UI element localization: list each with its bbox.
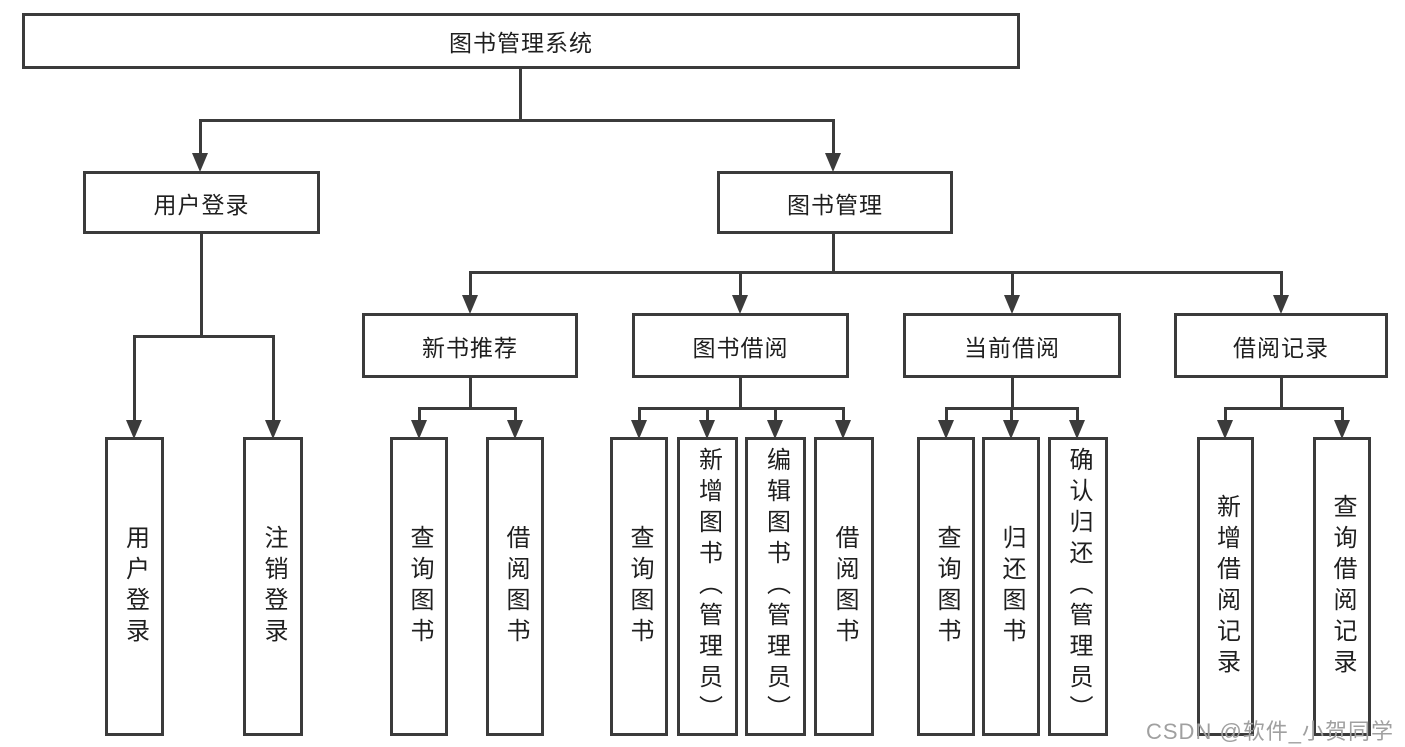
arrowhead-down-icon <box>462 295 478 314</box>
connector-line <box>1280 377 1283 409</box>
node-current-borrow-label: 当前借阅 <box>964 334 1060 361</box>
arrowhead-down-icon <box>1004 295 1020 314</box>
connector-line <box>133 335 275 338</box>
connector-line <box>739 271 742 297</box>
node-book-management-label: 图书管理 <box>787 191 883 218</box>
connector-line <box>1280 271 1283 297</box>
arrowhead-down-icon <box>1069 420 1085 439</box>
connector-line <box>1011 377 1014 409</box>
leaf-borrow-query-books: 查询图书 <box>610 437 668 736</box>
connector-line <box>739 377 742 409</box>
connector-line <box>1224 407 1344 410</box>
leaf-newbook-borrow-books: 借阅图书 <box>486 437 544 736</box>
connector-line <box>832 119 835 155</box>
node-borrow-records-label: 借阅记录 <box>1233 334 1329 361</box>
arrowhead-down-icon <box>265 420 281 439</box>
leaf-user-login-label: 用户登录 <box>121 524 149 649</box>
leaf-current-confirm-return-admin-label: 确认归还（管理员） <box>1065 447 1092 726</box>
arrowhead-down-icon <box>699 420 715 439</box>
leaf-newbook-borrow-books-label: 借阅图书 <box>502 524 529 649</box>
leaf-current-query-books-label: 查询图书 <box>933 524 960 649</box>
arrowhead-down-icon <box>192 153 208 172</box>
connector-line <box>200 233 203 337</box>
arrowhead-down-icon <box>1217 420 1233 439</box>
connector-line <box>1011 271 1014 297</box>
connector-line <box>514 407 517 422</box>
connector-line <box>418 407 421 422</box>
leaf-borrow-borrow-books-label: 借阅图书 <box>831 524 858 649</box>
connector-line <box>832 233 835 274</box>
connector-line <box>469 271 472 297</box>
arrowhead-down-icon <box>767 420 783 439</box>
connector-line <box>1341 407 1344 422</box>
connector-line <box>199 119 202 155</box>
leaf-borrow-edit-books-admin-label: 编辑图书（管理员） <box>762 447 790 726</box>
connector-line <box>469 377 472 409</box>
leaf-current-query-books: 查询图书 <box>917 437 975 736</box>
connector-line <box>638 407 845 410</box>
node-book-borrow: 图书借阅 <box>632 313 849 378</box>
leaf-records-query-record: 查询借阅记录 <box>1313 437 1371 736</box>
node-borrow-records: 借阅记录 <box>1174 313 1388 378</box>
connector-line <box>706 407 709 422</box>
leaf-newbook-query-books-label: 查询图书 <box>406 524 433 649</box>
leaf-current-confirm-return-admin: 确认归还（管理员） <box>1048 437 1108 736</box>
connector-line <box>469 271 1283 274</box>
connector-line <box>418 407 517 410</box>
node-current-borrow: 当前借阅 <box>903 313 1121 378</box>
node-root-label: 图书管理系统 <box>449 30 593 56</box>
node-new-book-recommend-label: 新书推荐 <box>422 334 518 361</box>
leaf-newbook-query-books: 查询图书 <box>390 437 448 736</box>
connector-line <box>1224 407 1227 422</box>
leaf-records-add-record-label: 新增借阅记录 <box>1212 493 1240 680</box>
node-user-login-label: 用户登录 <box>153 191 250 218</box>
leaf-logout-label: 注销登录 <box>260 524 287 649</box>
leaf-current-return-books: 归还图书 <box>982 437 1040 736</box>
connector-line <box>1010 407 1013 422</box>
arrowhead-down-icon <box>732 295 748 314</box>
leaf-current-return-books-label: 归还图书 <box>998 524 1025 649</box>
arrowhead-down-icon <box>835 420 851 439</box>
connector-line <box>774 407 777 422</box>
connector-line <box>945 407 948 422</box>
leaf-records-query-record-label: 查询借阅记录 <box>1329 493 1356 680</box>
connector-line <box>1076 407 1079 422</box>
node-root: 图书管理系统 <box>22 13 1020 69</box>
arrowhead-down-icon <box>1003 420 1019 439</box>
leaf-borrow-edit-books-admin: 编辑图书（管理员） <box>745 437 806 736</box>
leaf-borrow-add-books-admin: 新增图书（管理员） <box>677 437 738 736</box>
node-book-borrow-label: 图书借阅 <box>692 334 789 361</box>
leaf-borrow-borrow-books: 借阅图书 <box>814 437 874 736</box>
connector-line <box>842 407 845 422</box>
arrowhead-down-icon <box>126 420 142 439</box>
arrowhead-down-icon <box>411 420 427 439</box>
arrowhead-down-icon <box>938 420 954 439</box>
node-new-book-recommend: 新书推荐 <box>362 313 578 378</box>
arrowhead-down-icon <box>825 153 841 172</box>
leaf-records-add-record: 新增借阅记录 <box>1197 437 1254 736</box>
leaf-logout: 注销登录 <box>243 437 303 736</box>
leaf-borrow-query-books-label: 查询图书 <box>626 524 653 649</box>
connector-line <box>199 119 835 122</box>
arrowhead-down-icon <box>631 420 647 439</box>
leaf-borrow-add-books-admin-label: 新增图书（管理员） <box>694 447 722 726</box>
connector-line <box>638 407 641 422</box>
connector-line <box>133 335 136 421</box>
connector-line <box>272 335 275 421</box>
leaf-user-login: 用户登录 <box>105 437 164 736</box>
arrowhead-down-icon <box>1334 420 1350 439</box>
arrowhead-down-icon <box>507 420 523 439</box>
arrowhead-down-icon <box>1273 295 1289 314</box>
node-book-management: 图书管理 <box>717 171 953 234</box>
connector-line <box>519 68 522 121</box>
node-user-login: 用户登录 <box>83 171 320 234</box>
watermark: CSDN @软件_小贺同学 <box>1146 719 1395 744</box>
